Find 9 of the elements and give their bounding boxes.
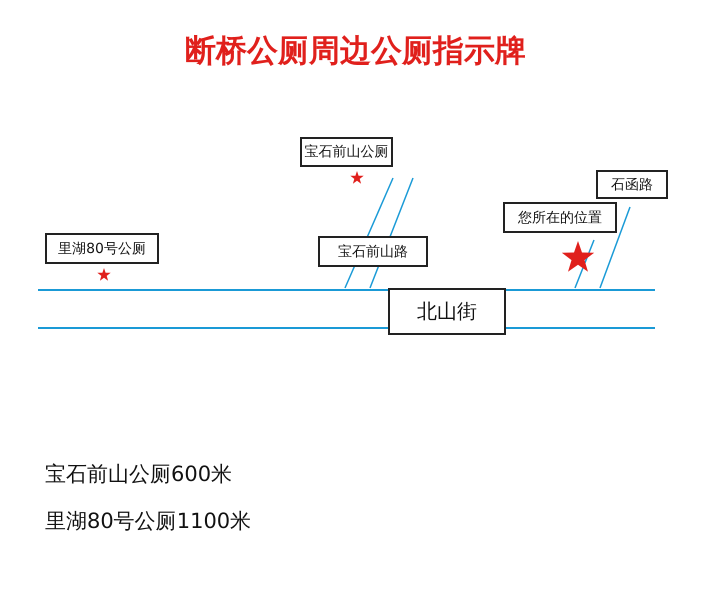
road-label: 宝石前山路 bbox=[318, 236, 428, 267]
road-label: 石函路 bbox=[596, 170, 668, 199]
place-label: 里湖80号公厕 bbox=[45, 233, 159, 264]
street-label: 北山街 bbox=[388, 288, 506, 335]
place-label: 宝石前山公厕 bbox=[300, 137, 393, 167]
location-label: 您所在的位置 bbox=[503, 202, 617, 233]
distance-note: 里湖80号公厕1100米 bbox=[45, 508, 252, 535]
distance-note: 宝石前山公厕600米 bbox=[45, 461, 232, 488]
sign-title: 断桥公厕周边公厕指示牌 bbox=[184, 32, 527, 71]
